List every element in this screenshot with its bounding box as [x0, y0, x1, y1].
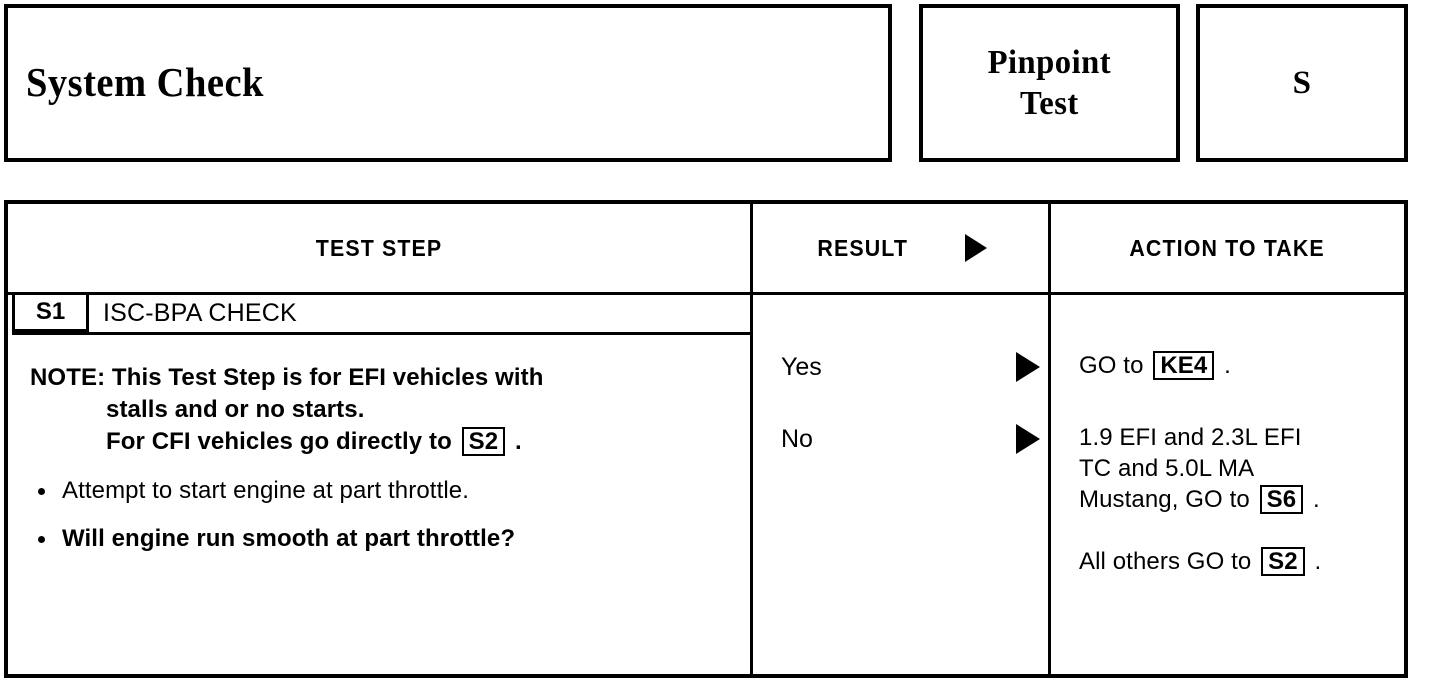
result-row-yes: Yes [753, 350, 1048, 384]
note-line-3-text: For CFI vehicles go directly to [106, 428, 452, 455]
column-header-action-to-take: ACTION TO TAKE [1051, 204, 1404, 292]
action-block-all-others: All others GO to S2 . [1079, 546, 1394, 577]
note-line-3: For CFI vehicles go directly to S2 . [30, 426, 736, 458]
pinpoint-test-table: TEST STEP RESULT ACTION TO TAKE S1 ISC-B… [4, 200, 1408, 678]
column-header-test-step-label: TEST STEP [315, 234, 443, 261]
action-all-others-period: . [1314, 548, 1322, 575]
test-step-title-bar: S1 ISC-BPA CHECK [8, 292, 750, 336]
action-all-others-text: All others GO to [1079, 548, 1252, 575]
action-block-yes: GO to KE4 . [1079, 350, 1394, 381]
result-label-no: No [781, 424, 813, 453]
bullet-text: Will engine run smooth at part throttle? [62, 525, 516, 552]
action-no-line-1: 1.9 EFI and 2.3L EFI [1079, 424, 1302, 451]
test-letter: S [1292, 64, 1312, 101]
action-yes-line-1: GO to KE4 . [1079, 350, 1394, 381]
result-row-no: No [753, 422, 1048, 456]
step-title: ISC-BPA CHECK [103, 298, 297, 327]
bullet-dot-icon [38, 536, 45, 543]
action-no-line-4: All others GO to S2 . [1079, 546, 1394, 577]
list-item: Attempt to start engine at part throttle… [30, 476, 736, 506]
pinpoint-test-title: Pinpoint Test [988, 42, 1112, 125]
step-reference-s2[interactable]: S2 [461, 427, 506, 457]
action-to-take-cell: GO to KE4 . 1.9 EFI and 2.3L EFI TC and … [1051, 292, 1404, 674]
action-no-line-3-text: Mustang, GO to [1079, 486, 1250, 513]
step-reference-s6[interactable]: S6 [1259, 485, 1304, 515]
system-check-title: System Check [26, 59, 264, 106]
pinpoint-test-title-line2: Test [1020, 85, 1079, 122]
note-line-3-period: . [514, 428, 522, 455]
pinpoint-test-title-line1: Pinpoint [987, 43, 1112, 81]
step-title-rule [12, 332, 750, 335]
result-cell: Yes No [753, 292, 1048, 674]
system-check-box: System Check [4, 4, 892, 162]
column-header-result-label: RESULT [817, 234, 908, 261]
table-header-row: TEST STEP RESULT ACTION TO TAKE [8, 204, 1404, 292]
page-header: System Check Pinpoint Test S [4, 4, 1408, 162]
action-no-line-3-period: . [1312, 486, 1320, 513]
action-yes-period: . [1224, 352, 1231, 379]
result-label-yes: Yes [781, 352, 822, 381]
column-header-test-step: TEST STEP [8, 204, 750, 292]
pinpoint-test-box: Pinpoint Test [919, 4, 1180, 162]
test-step-bullet-list: Attempt to start engine at part throttle… [30, 476, 736, 554]
bullet-dot-icon [38, 488, 45, 495]
step-reference-ke4[interactable]: KE4 [1153, 351, 1215, 381]
action-block-no: 1.9 EFI and 2.3L EFI TC and 5.0L MA Must… [1079, 422, 1394, 515]
column-header-action-to-take-label: ACTION TO TAKE [1129, 234, 1326, 261]
note-line-1: NOTE: This Test Step is for EFI vehicles… [30, 364, 544, 391]
column-divider-action [1048, 204, 1051, 674]
note-line-2: stalls and or no starts. [106, 396, 365, 423]
action-no-line-3: Mustang, GO to S6 . [1079, 484, 1394, 515]
step-id-badge: S1 [12, 294, 89, 332]
test-step-body: NOTE: This Test Step is for EFI vehicles… [8, 344, 750, 674]
header-row-divider [8, 292, 1404, 295]
test-step-note: NOTE: This Test Step is for EFI vehicles… [30, 362, 736, 458]
right-triangle-icon [1016, 424, 1040, 454]
action-no-line-2: TC and 5.0L MA [1079, 455, 1255, 482]
step-reference-s2-action[interactable]: S2 [1261, 547, 1305, 577]
list-item: Will engine run smooth at part throttle? [30, 524, 736, 554]
column-divider-result [750, 204, 753, 674]
bullet-text: Attempt to start engine at part throttle… [62, 477, 469, 504]
column-header-result: RESULT [753, 204, 1048, 292]
test-letter-box: S [1196, 4, 1408, 162]
right-triangle-icon [1016, 352, 1040, 382]
test-step-cell: S1 ISC-BPA CHECK NOTE: This Test Step is… [8, 292, 750, 674]
action-yes-text: GO to [1079, 352, 1144, 379]
right-triangle-icon [965, 234, 988, 262]
